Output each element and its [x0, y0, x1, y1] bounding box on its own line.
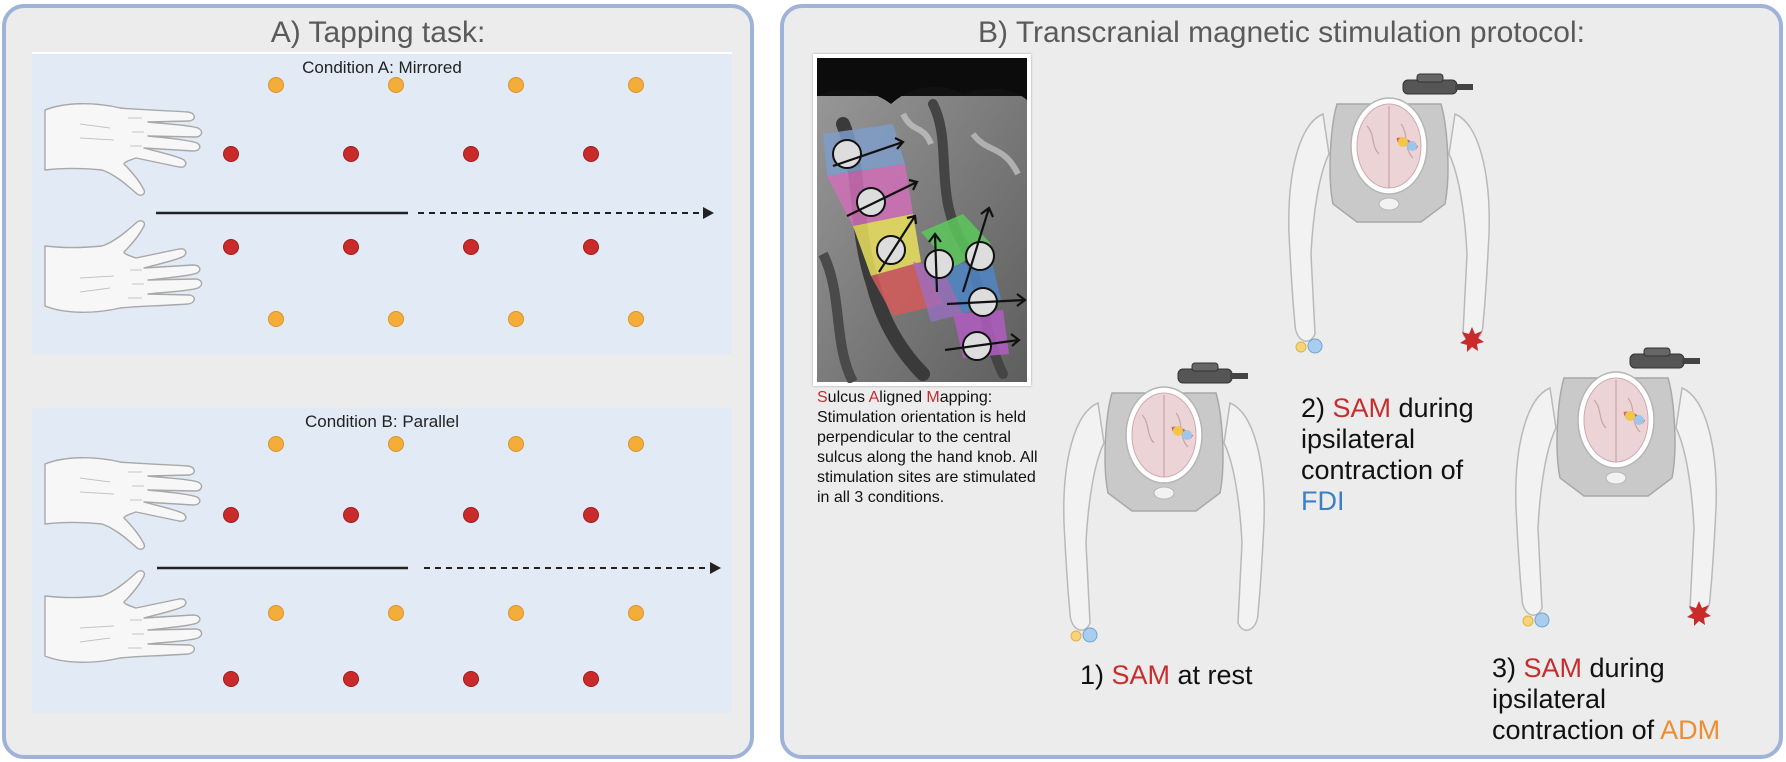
red-tap-dot: [463, 507, 479, 523]
cond1-label: 1) SAM at rest: [1080, 660, 1253, 691]
panel-a-title: A) Tapping task:: [270, 16, 486, 49]
red-tap-dot: [343, 146, 359, 162]
yellow-tap-dot: [268, 77, 284, 93]
cond3-muscle: ADM: [1660, 715, 1721, 745]
yellow-tap-dot: [388, 77, 404, 93]
figure-adm-contraction: [1515, 347, 1717, 628]
red-tap-dot: [343, 239, 359, 255]
yellow-tap-dot: [628, 77, 644, 93]
cond1-number: 1): [1080, 660, 1112, 690]
cond1-sam: SAM: [1111, 660, 1171, 690]
cond3-line2: ipsilateral: [1492, 684, 1607, 714]
yellow-tap-dot: [268, 605, 284, 621]
condition-b-title: Condition B: Parallel: [304, 412, 460, 431]
condition-a-title: Condition A: Mirrored: [302, 58, 462, 77]
yellow-tap-dot: [628, 605, 644, 621]
hand-icon: [44, 570, 203, 663]
red-tap-dot: [583, 239, 599, 255]
hand-icon: [44, 103, 203, 196]
cond2-label: 2) SAM during ipsilateral contraction of…: [1301, 393, 1474, 517]
panel-b-title: B) Transcranial magnetic stimulation pro…: [978, 16, 1585, 49]
caption-a-initial: A: [868, 389, 880, 406]
figure-fdi-contraction: [1288, 73, 1490, 354]
red-tap-dot: [223, 239, 239, 255]
caption-body: Stimulation orientation is held perpendi…: [817, 409, 1038, 506]
yellow-tap-dot: [388, 311, 404, 327]
panel-tms-protocol: B) Transcranial magnetic stimulation pro…: [780, 4, 1783, 759]
cond3-label: 3) SAM during ipsilateral contraction of…: [1492, 653, 1720, 746]
yellow-tap-dot: [628, 311, 644, 327]
yellow-tap-dot: [628, 436, 644, 452]
figure-at-rest: [1063, 362, 1265, 643]
caption-s-initial: S: [817, 389, 828, 406]
red-tap-dot: [223, 671, 239, 687]
red-tap-dot: [583, 671, 599, 687]
yellow-tap-dot: [508, 605, 524, 621]
caption-m-rest: apping:: [939, 389, 993, 406]
caption-a-rest: ligned: [879, 389, 927, 406]
cond3-line3: contraction of: [1492, 715, 1661, 745]
hand-icon: [44, 220, 203, 313]
red-tap-dot: [583, 146, 599, 162]
red-tap-dot: [223, 507, 239, 523]
red-tap-dot: [223, 146, 239, 162]
caption-s-rest: ulcus: [827, 389, 869, 406]
cond2-line2: ipsilateral: [1301, 424, 1416, 454]
sam-caption: Sulcus Aligned Mapping: Stimulation orien…: [817, 388, 1049, 508]
condition-b-parallel: Condition B: Parallel: [32, 408, 732, 713]
cond3-sam: SAM: [1523, 653, 1583, 683]
yellow-tap-dot: [268, 436, 284, 452]
red-tap-dot: [463, 146, 479, 162]
yellow-tap-dot: [508, 436, 524, 452]
yellow-tap-dot: [508, 311, 524, 327]
cond1-rest: at rest: [1170, 660, 1253, 690]
cortex-mri-image: [813, 54, 1031, 386]
yellow-tap-dot: [388, 605, 404, 621]
cond2-muscle: FDI: [1301, 486, 1345, 516]
cond2-line1: during: [1391, 393, 1474, 423]
yellow-tap-dot: [388, 436, 404, 452]
time-arrow-b: [157, 562, 721, 574]
red-tap-dot: [343, 671, 359, 687]
time-arrow-a: [156, 207, 714, 219]
red-tap-dot: [463, 239, 479, 255]
cond2-sam: SAM: [1332, 393, 1392, 423]
cond3-number: 3): [1492, 653, 1524, 683]
red-tap-dot: [463, 671, 479, 687]
red-tap-dot: [343, 507, 359, 523]
cond2-number: 2): [1301, 393, 1333, 423]
hand-icon: [44, 457, 203, 550]
caption-m-initial: M: [926, 389, 940, 406]
red-tap-dot: [583, 507, 599, 523]
cond2-line3: contraction of: [1301, 455, 1464, 485]
cond3-line1: during: [1582, 653, 1665, 683]
yellow-tap-dot: [268, 311, 284, 327]
yellow-tap-dot: [508, 77, 524, 93]
